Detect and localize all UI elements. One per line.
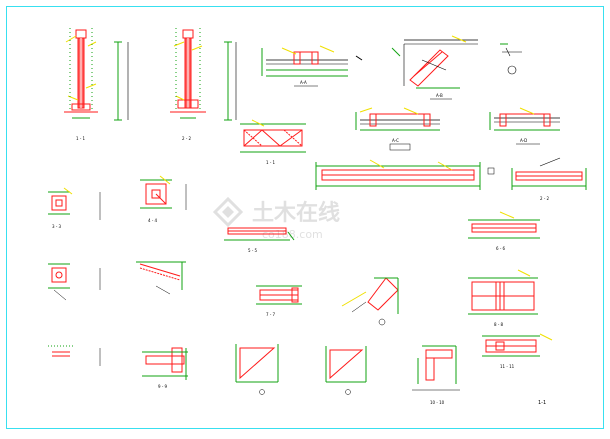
- detail-section-a: A-A: [261, 45, 363, 87]
- base-plate-detail-2: 4 - 4: [140, 175, 187, 223]
- angle-bracket-detail: 10 - 10: [412, 345, 460, 405]
- column-elevation-1: 1 - 1: [64, 28, 129, 141]
- truss-label: 1 - 1: [266, 160, 276, 165]
- bolt-detail: [500, 43, 522, 75]
- gusset-plate-2: [325, 346, 367, 395]
- detail-section-d: A-D: [489, 107, 560, 145]
- column-elevation-2: 2 - 2: [170, 28, 237, 141]
- base-plate-detail-3: [48, 263, 101, 301]
- plate-strip-detail: 5 - 5: [224, 227, 295, 253]
- flange-bottom-2: 9 - 9: [142, 347, 188, 389]
- column-1-label: 1 - 1: [76, 136, 86, 141]
- watermark: 土木在线 co188.com: [212, 196, 340, 241]
- watermark-cn: 土木在线: [252, 200, 340, 226]
- plate-strip-label: 5 - 5: [248, 248, 258, 253]
- angle-bracket-label: 10 - 10: [430, 400, 445, 405]
- section-d-title: A-D: [520, 138, 527, 143]
- double-line-label: 6 - 6: [496, 246, 506, 251]
- plate-pair-detail: 11 - 11: [482, 333, 553, 369]
- column-2-label: 2 - 2: [182, 136, 192, 141]
- connector-detail: 7 - 7: [256, 285, 302, 317]
- base-plate-1-label: 3 - 3: [52, 224, 62, 229]
- detail-section-c: A-C: [355, 107, 440, 151]
- plate-pair-label: 11 - 11: [500, 364, 515, 369]
- sloped-brace-detail: [136, 261, 186, 295]
- section-b-title: A-B: [436, 93, 443, 98]
- small-bolt-bottom: [48, 345, 101, 366]
- base-plate-detail-1: 3 - 3: [48, 187, 101, 229]
- plate-diagonal-detail: [341, 277, 399, 326]
- short-beam-elevation: 2 - 2: [511, 157, 587, 201]
- corner-mark: 1-1: [538, 400, 546, 406]
- flange-detail: 8 - 8: [468, 269, 538, 327]
- long-beam-elevation: [315, 159, 495, 190]
- detail-section-b: A-B: [391, 35, 478, 100]
- base-plate-2-label: 4 - 4: [148, 218, 158, 223]
- sheet-frame: [6, 6, 604, 429]
- connector-label: 7 - 7: [266, 312, 276, 317]
- flange-bottom-2-label: 9 - 9: [158, 384, 168, 389]
- section-a-title: A-A: [300, 80, 307, 85]
- truss-detail: 1 - 1: [240, 119, 306, 165]
- short-beam-label: 2 - 2: [540, 196, 550, 201]
- diamond-logo-icon: [212, 196, 244, 228]
- gusset-plate-1: [235, 344, 279, 395]
- flange-label: 8 - 8: [494, 322, 504, 327]
- section-c-title: A-C: [392, 138, 399, 143]
- double-line-detail: 6 - 6: [468, 211, 540, 251]
